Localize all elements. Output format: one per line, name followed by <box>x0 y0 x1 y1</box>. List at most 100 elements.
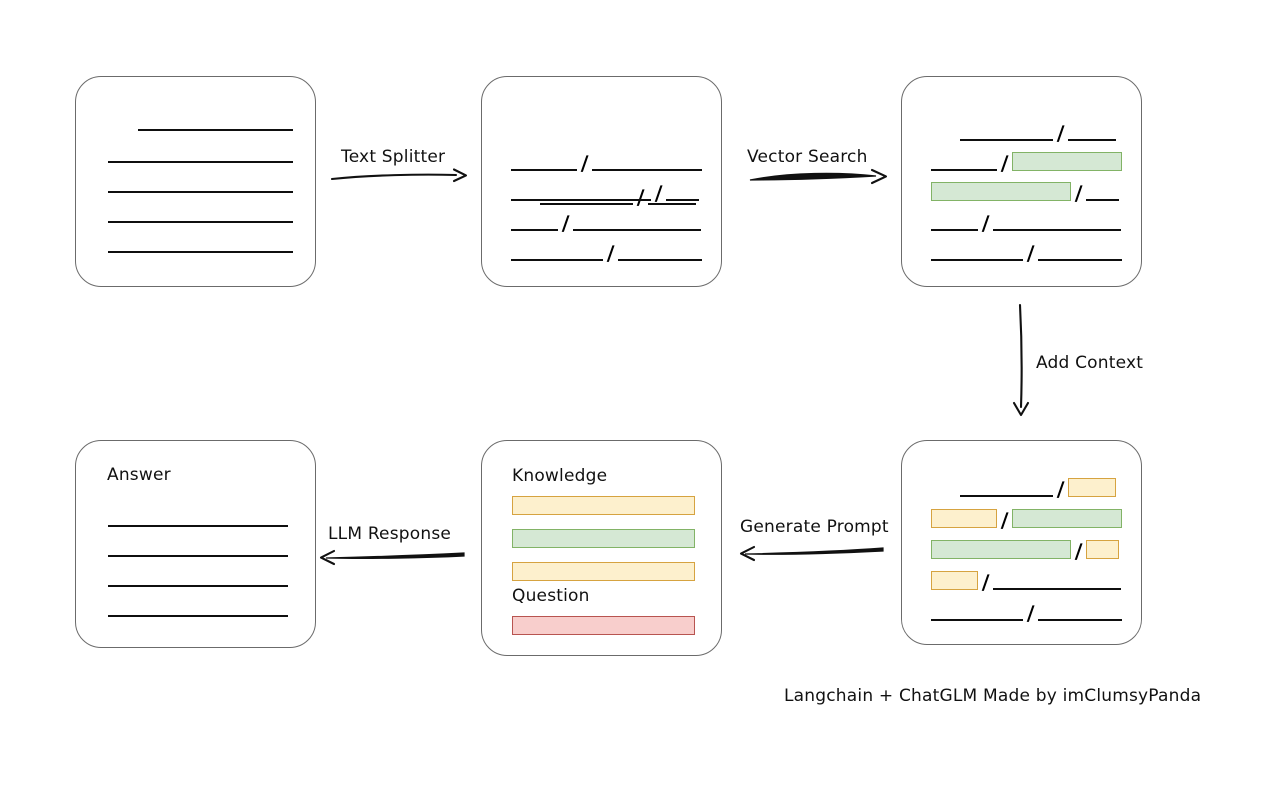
doc-line: / <box>931 601 1123 625</box>
line-segment <box>108 143 293 165</box>
arrow-label-vector-search: Vector Search <box>747 147 868 167</box>
line-segment <box>108 203 293 225</box>
line-segment <box>960 477 1053 499</box>
line-segment <box>511 211 558 233</box>
line-segment <box>931 151 997 173</box>
arrow-generate-prompt <box>739 545 884 562</box>
arrow-add-context <box>1012 303 1030 417</box>
box-split-chunks[interactable]: / / / / / <box>481 76 722 287</box>
doc-line <box>108 597 288 619</box>
line-segment <box>108 507 288 529</box>
line-segment <box>648 185 697 207</box>
line-segment <box>511 151 577 173</box>
doc-line: / <box>511 241 703 265</box>
line-segment <box>108 597 288 619</box>
knowledge-bar-yellow <box>512 562 695 581</box>
slash-separator: / <box>1074 181 1083 205</box>
arrow-label-add-context: Add Context <box>1036 353 1144 373</box>
doc-line <box>108 173 293 195</box>
box-matched-chunks[interactable]: / / / / / <box>901 76 1142 287</box>
box-context-chunks-lines: / / / / / <box>902 441 1141 644</box>
line-segment <box>931 241 1023 263</box>
slash-separator: / <box>1074 539 1083 563</box>
line-segment-highlight-green <box>931 540 1071 559</box>
slash-separator: / <box>580 151 589 175</box>
box-answer[interactable]: Answer <box>75 440 316 648</box>
slash-separator: / <box>1000 151 1009 175</box>
line-segment <box>592 151 703 173</box>
box-context-chunks[interactable]: / / / / / <box>901 440 1142 645</box>
box-split-chunks-lines: / / / / / <box>482 77 721 286</box>
box-prompt[interactable]: Knowledge Question <box>481 440 722 656</box>
line-segment-highlight-green <box>1012 509 1123 528</box>
line-segment-highlight-green <box>931 182 1071 201</box>
arrow-label-llm-response: LLM Response <box>328 524 452 544</box>
line-segment <box>931 211 978 233</box>
prompt-question-title: Question <box>512 586 590 606</box>
slash-separator: / <box>1026 601 1035 625</box>
doc-line: / <box>960 121 1117 145</box>
arrow-label-text-splitter: Text Splitter <box>341 147 446 167</box>
slash-separator: / <box>981 570 990 594</box>
box-answer-lines <box>76 441 315 647</box>
question-bar-red <box>512 616 695 635</box>
doc-line: / <box>931 151 1123 175</box>
line-segment <box>573 211 702 233</box>
line-segment <box>511 181 651 203</box>
doc-line: / <box>931 539 1120 563</box>
slash-separator: / <box>606 241 615 265</box>
box-source-document[interactable] <box>75 76 316 287</box>
line-segment <box>108 233 293 255</box>
line-segment <box>138 111 293 133</box>
doc-line: / <box>931 181 1120 205</box>
line-segment-highlight-yellow <box>931 509 997 528</box>
diagram-caption: Langchain + ChatGLM Made by imClumsyPand… <box>784 686 1202 706</box>
line-segment <box>1068 121 1117 143</box>
doc-line <box>138 111 293 133</box>
slash-separator: / <box>1026 241 1035 265</box>
box-source-document-lines <box>76 77 315 286</box>
line-segment <box>618 241 703 263</box>
doc-line: / <box>511 151 703 175</box>
line-segment <box>1038 601 1123 623</box>
slash-separator: / <box>654 181 663 205</box>
doc-line <box>108 507 288 529</box>
line-segment <box>108 173 293 195</box>
line-segment <box>540 185 633 207</box>
doc-line: / <box>931 241 1123 265</box>
knowledge-bar-green <box>512 529 695 548</box>
line-segment-highlight-yellow <box>1068 478 1117 497</box>
knowledge-bar-yellow <box>512 496 695 515</box>
line-segment-highlight-yellow <box>1086 540 1120 559</box>
doc-line <box>108 233 293 255</box>
doc-line: / <box>511 181 700 205</box>
doc-line: / <box>931 211 1122 235</box>
slash-separator: / <box>1000 508 1009 532</box>
arrow-text-splitter <box>330 168 468 183</box>
doc-line: / <box>540 185 697 209</box>
doc-line <box>108 203 293 225</box>
line-segment <box>666 181 700 203</box>
box-answer-title: Answer <box>107 465 171 485</box>
line-segment <box>993 570 1122 592</box>
slash-separator: / <box>1056 477 1065 501</box>
line-segment <box>511 241 603 263</box>
line-segment <box>108 567 288 589</box>
slash-separator: / <box>561 211 570 235</box>
line-segment <box>108 537 288 559</box>
prompt-knowledge-title: Knowledge <box>512 466 608 486</box>
line-segment <box>993 211 1122 233</box>
line-segment <box>931 601 1023 623</box>
doc-line: / <box>511 211 702 235</box>
arrow-label-generate-prompt: Generate Prompt <box>740 517 889 537</box>
line-segment <box>1038 241 1123 263</box>
arrow-llm-response <box>319 549 465 566</box>
line-segment <box>960 121 1053 143</box>
line-segment-highlight-green <box>1012 152 1123 171</box>
box-matched-chunks-lines: / / / / / <box>902 77 1141 286</box>
line-segment-highlight-yellow <box>931 571 978 590</box>
doc-line: / <box>931 508 1123 532</box>
slash-separator: / <box>1056 121 1065 145</box>
arrow-vector-search <box>749 168 888 185</box>
